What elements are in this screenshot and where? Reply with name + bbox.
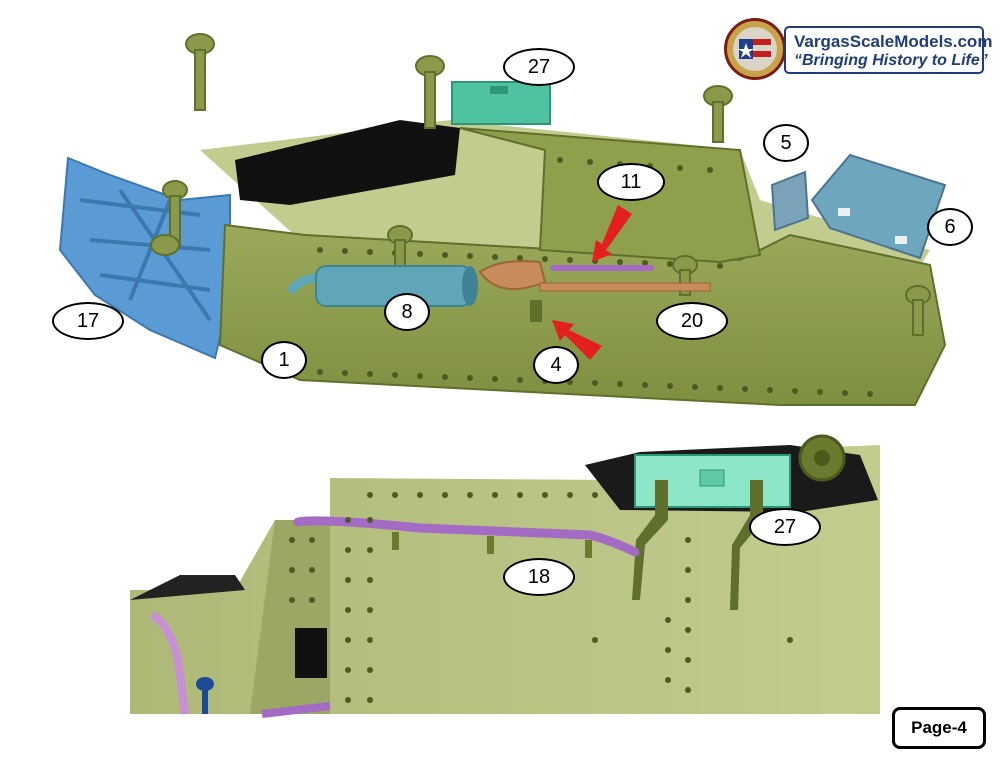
detail-box-bracket: [730, 480, 763, 610]
muffler-part: [286, 265, 478, 307]
callout-6: 6: [927, 208, 973, 246]
handrail-part: [293, 516, 640, 557]
callout-5: 5: [763, 124, 809, 162]
page-label: Page-4: [892, 707, 986, 749]
callout-20: 20: [656, 302, 728, 340]
storage-box-part: [451, 81, 551, 125]
shovel-part: [478, 260, 711, 292]
callout-17: 17: [52, 302, 124, 340]
detail-pipe: [261, 702, 331, 718]
detail-dark-block: [130, 575, 245, 600]
callout-27-detail: 27: [749, 508, 821, 546]
front-plow-part: [58, 156, 231, 360]
brand-logo: VargasScaleModels.com “Bringing History …: [724, 18, 992, 80]
handrail-clip: [392, 532, 592, 558]
callout-18: 18: [503, 558, 575, 596]
detail-black-latch: [295, 628, 327, 678]
detail-knob: [196, 677, 214, 691]
hull-assembly-view: [58, 33, 947, 406]
callout-8: 8: [384, 293, 430, 331]
red-arrow-icon: [552, 205, 632, 360]
detail-idler-wheel: [798, 434, 846, 482]
callout-1: 1: [261, 341, 307, 379]
logo-text-box: VargasScaleModels.com “Bringing History …: [784, 26, 992, 74]
detail-box-bracket: [632, 480, 668, 600]
purple-rod-part: [550, 265, 654, 271]
detail-knob-stem: [202, 688, 208, 714]
logo-seal-icon: [724, 18, 786, 80]
detail-pipe: [149, 611, 189, 715]
callout-11: 11: [597, 163, 665, 201]
cleat-post: [150, 33, 931, 336]
callout-27-top: 27: [503, 48, 575, 86]
bracket-part: [530, 300, 542, 322]
callout-4: 4: [533, 346, 579, 384]
detail-rivets: [289, 492, 793, 703]
rivet-row: [317, 157, 873, 397]
logo-tagline: “Bringing History to Life”: [794, 52, 988, 69]
rear-plates: [770, 153, 947, 260]
logo-name: VargasScaleModels.com: [794, 32, 993, 51]
driver-hatch-opening: [235, 120, 460, 205]
